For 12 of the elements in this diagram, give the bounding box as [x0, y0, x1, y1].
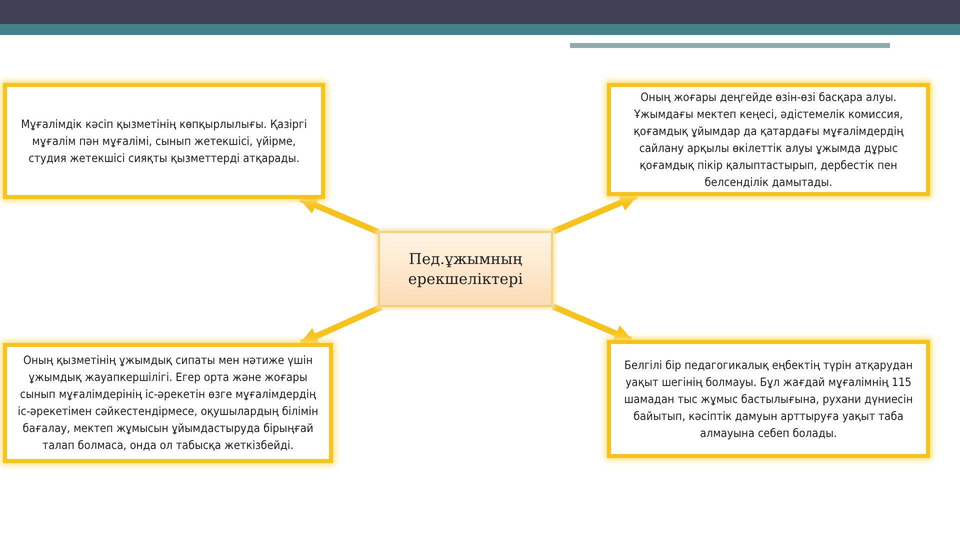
text-box: [3, 343, 333, 463]
body-text: Белгілі бір педагогикалық еңбектің түрін атқарудан уақыт шегінің болмауы. Бұл жағдай мұғалімнің 115 шамадан тыс жұмыс бастылығына, рухани дүниесін байытып, кәсіптік дамуын арттыруға уақыт таба алмауына себеп болады.: [623, 356, 914, 442]
arrow: [552, 304, 633, 343]
text-box: [3, 83, 325, 199]
body-text: Оның қызметінің ұжымдық сипаты мен нәтиже үшін ұжымдық жауапкершілігі. Егер орта және жоғары сынып мұғалімдерінің іс-әрекетін өзге мұғалімдердің іс-әрекетімен сәйкестендірмесе, оқушылардың білімін бағалау, мектеп жұмысын ұйымдастыруда бірыңғай талап болмаса, онда ол табысқа жеткізбейді.: [17, 352, 319, 454]
text-box: [607, 83, 930, 196]
body-text: Мұғалімдік кәсіп қызметінің көпқырлылығы. Қазіргі мұғалім пән мұғалімі, сынып жетекшісі, үйірме, студия жетекшісі сияқты қызметтерді атқарады.: [20, 116, 308, 166]
arrow: [300, 304, 382, 346]
topic-box: [378, 231, 553, 307]
text-box: [607, 340, 930, 458]
topic-title: Пед.ұжымның ерекшеліктері: [407, 249, 524, 289]
body-text: Оның жоғары деңгейде өзін-өзі басқара алуы. Ұжымдағы мектеп кеңесі, әдістемелік комиссия, қоғамдық ұйымдар да қатардағы мұғалімдердің сайлану арқылы өкілеттік алуы ұжымда дұрыс қоғамдық пікір қалыптастырып, дербестік пен белсенділік дамытады.: [632, 88, 904, 190]
